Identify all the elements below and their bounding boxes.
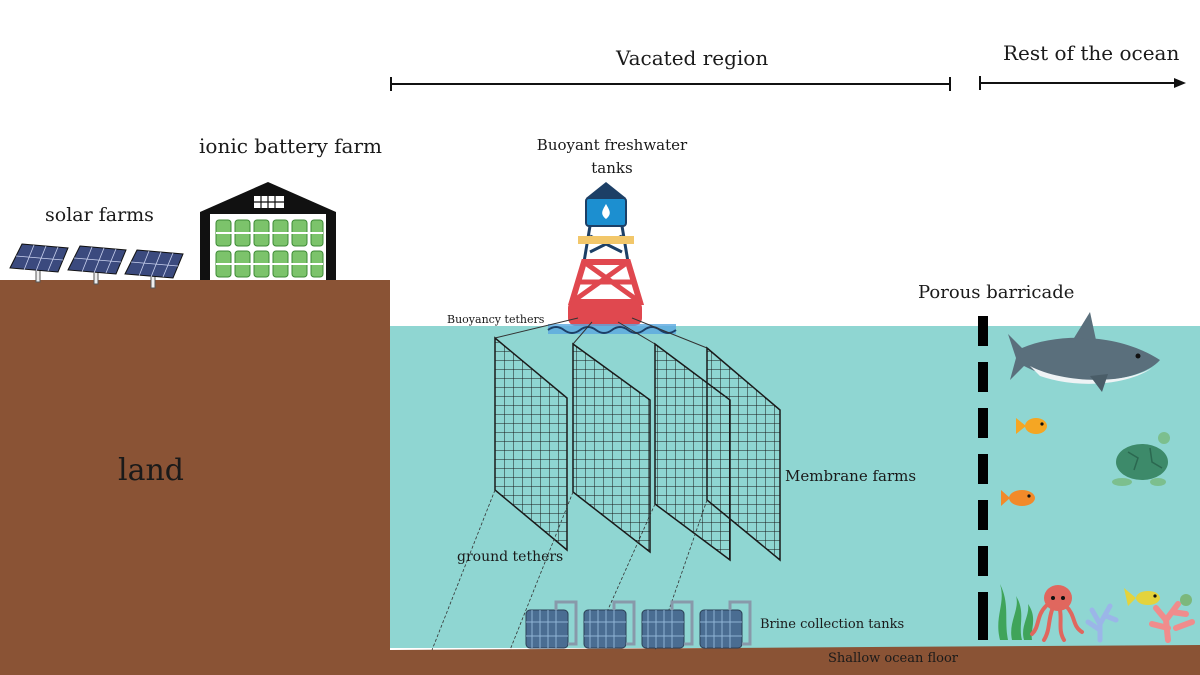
porous-barricade-label: Porous barricade — [918, 282, 1075, 303]
ocean-floor-label: Shallow ocean floor — [828, 651, 959, 666]
membrane-net-icon — [572, 342, 651, 554]
battery-warehouse-icon — [200, 182, 336, 280]
solar-farms-label: solar farms — [45, 204, 154, 226]
ocean-floor — [390, 645, 1200, 675]
solar-panel-icon — [9, 243, 69, 283]
fish-icon — [1001, 490, 1035, 506]
coral-icon — [1149, 594, 1195, 643]
fish-icon — [1124, 588, 1160, 606]
water-tower-buoy-icon — [547, 182, 677, 334]
solar-panel-icon — [124, 249, 184, 289]
octopus-icon — [1030, 585, 1084, 642]
rest-of-ocean-label: Rest of the ocean — [1003, 41, 1180, 65]
membrane-net-icon — [494, 336, 568, 552]
buoyancy-tethers — [494, 317, 708, 349]
brine-tank-icon — [699, 600, 752, 649]
membrane-net-icon — [706, 346, 781, 562]
battery-farm-label: ionic battery farm — [199, 134, 382, 158]
ground-tethers-label: ground tethers — [457, 549, 564, 565]
freshwater-tanks-label: Buoyant freshwater tanks — [536, 136, 688, 177]
membrane-farms-label: Membrane farms — [785, 467, 917, 485]
brine-tanks-label: Brine collection tanks — [760, 617, 905, 632]
shark-icon — [1008, 312, 1160, 392]
brine-tank-icon — [525, 600, 578, 649]
solar-panel-icon — [67, 245, 127, 285]
buoyancy-tethers-label: Buoyancy tethers — [447, 313, 545, 326]
land-mass — [0, 280, 390, 675]
vacated-region-bracket — [390, 77, 951, 91]
seaweed-icon — [998, 584, 1034, 640]
vacated-region-label: Vacated region — [616, 46, 769, 70]
brine-tank-icon — [583, 600, 636, 649]
rest-of-ocean-arrow — [979, 76, 1186, 90]
porous-barricade — [978, 316, 988, 640]
fish-icon — [1016, 418, 1047, 434]
land-label: land — [118, 453, 185, 488]
turtle-icon — [1112, 432, 1170, 486]
brine-tank-icon — [641, 600, 694, 649]
coral-icon — [1085, 603, 1119, 643]
